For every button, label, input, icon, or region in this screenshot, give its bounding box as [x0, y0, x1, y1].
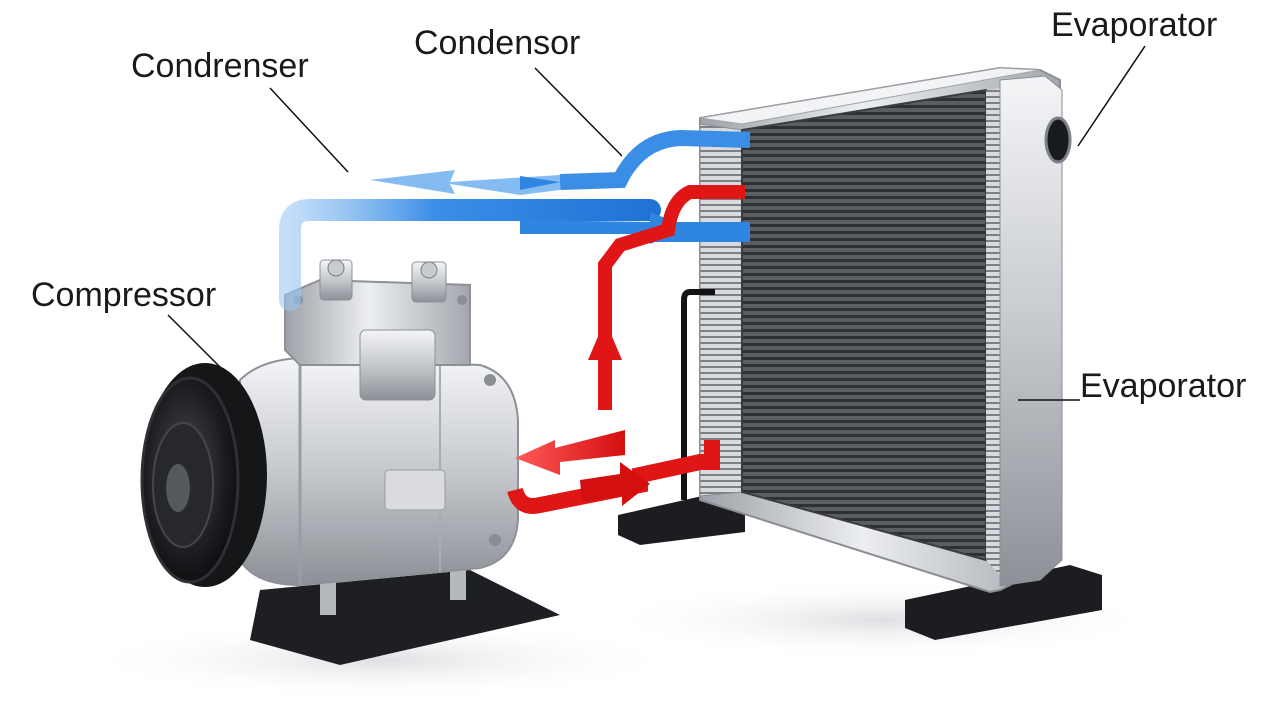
bolt: [489, 534, 501, 546]
compressor-body: [239, 356, 519, 587]
leader-lines: [167, 45, 1146, 401]
red-arrow-left: [515, 430, 625, 475]
leader-compressor: [167, 314, 226, 373]
label-evaporator-side: Evaporator: [1080, 367, 1247, 405]
radiator-right-fins: [986, 88, 1000, 575]
radiator-foot-right: [905, 565, 1102, 640]
radiator-unit: [618, 66, 1102, 640]
label-condrenser: Condrenser: [131, 47, 309, 85]
radiator-port: [1044, 116, 1072, 164]
label-compressor: Compressor: [31, 276, 217, 314]
leader-condensor: [534, 67, 623, 157]
blue-line-upper: [559, 129, 751, 190]
blue-line-discharge: [279, 199, 661, 311]
support-rod: [681, 289, 715, 500]
valve-cap: [420, 261, 438, 279]
bolt: [484, 374, 496, 386]
blue-arrow-left: [370, 170, 560, 195]
leader-evaporator-top: [1077, 45, 1146, 147]
red-line-riser: [598, 185, 745, 410]
blue-arrow: [520, 212, 690, 244]
compressor-plate: [384, 469, 446, 511]
red-arrow-up: [588, 320, 622, 360]
radiator-top-rail: [699, 67, 1041, 125]
radiator-right-tank: [999, 75, 1063, 587]
red-line-return: [507, 440, 720, 514]
red-arrow-right: [580, 462, 650, 506]
label-evaporator-top: Evaporator: [1051, 6, 1218, 44]
leader-condrenser: [269, 87, 349, 173]
radiator-fin-core: [741, 88, 987, 562]
compressor-head-cap: [359, 329, 436, 401]
valve-cap: [327, 259, 345, 277]
floor-shadow: [80, 620, 680, 700]
refrigerant-lines: [279, 129, 751, 514]
bolt: [457, 295, 467, 305]
blue-arrow-tip: [520, 176, 560, 190]
label-condensor: Condensor: [414, 24, 581, 62]
clutch-center: [166, 464, 190, 512]
compressor-unit: [140, 259, 560, 665]
